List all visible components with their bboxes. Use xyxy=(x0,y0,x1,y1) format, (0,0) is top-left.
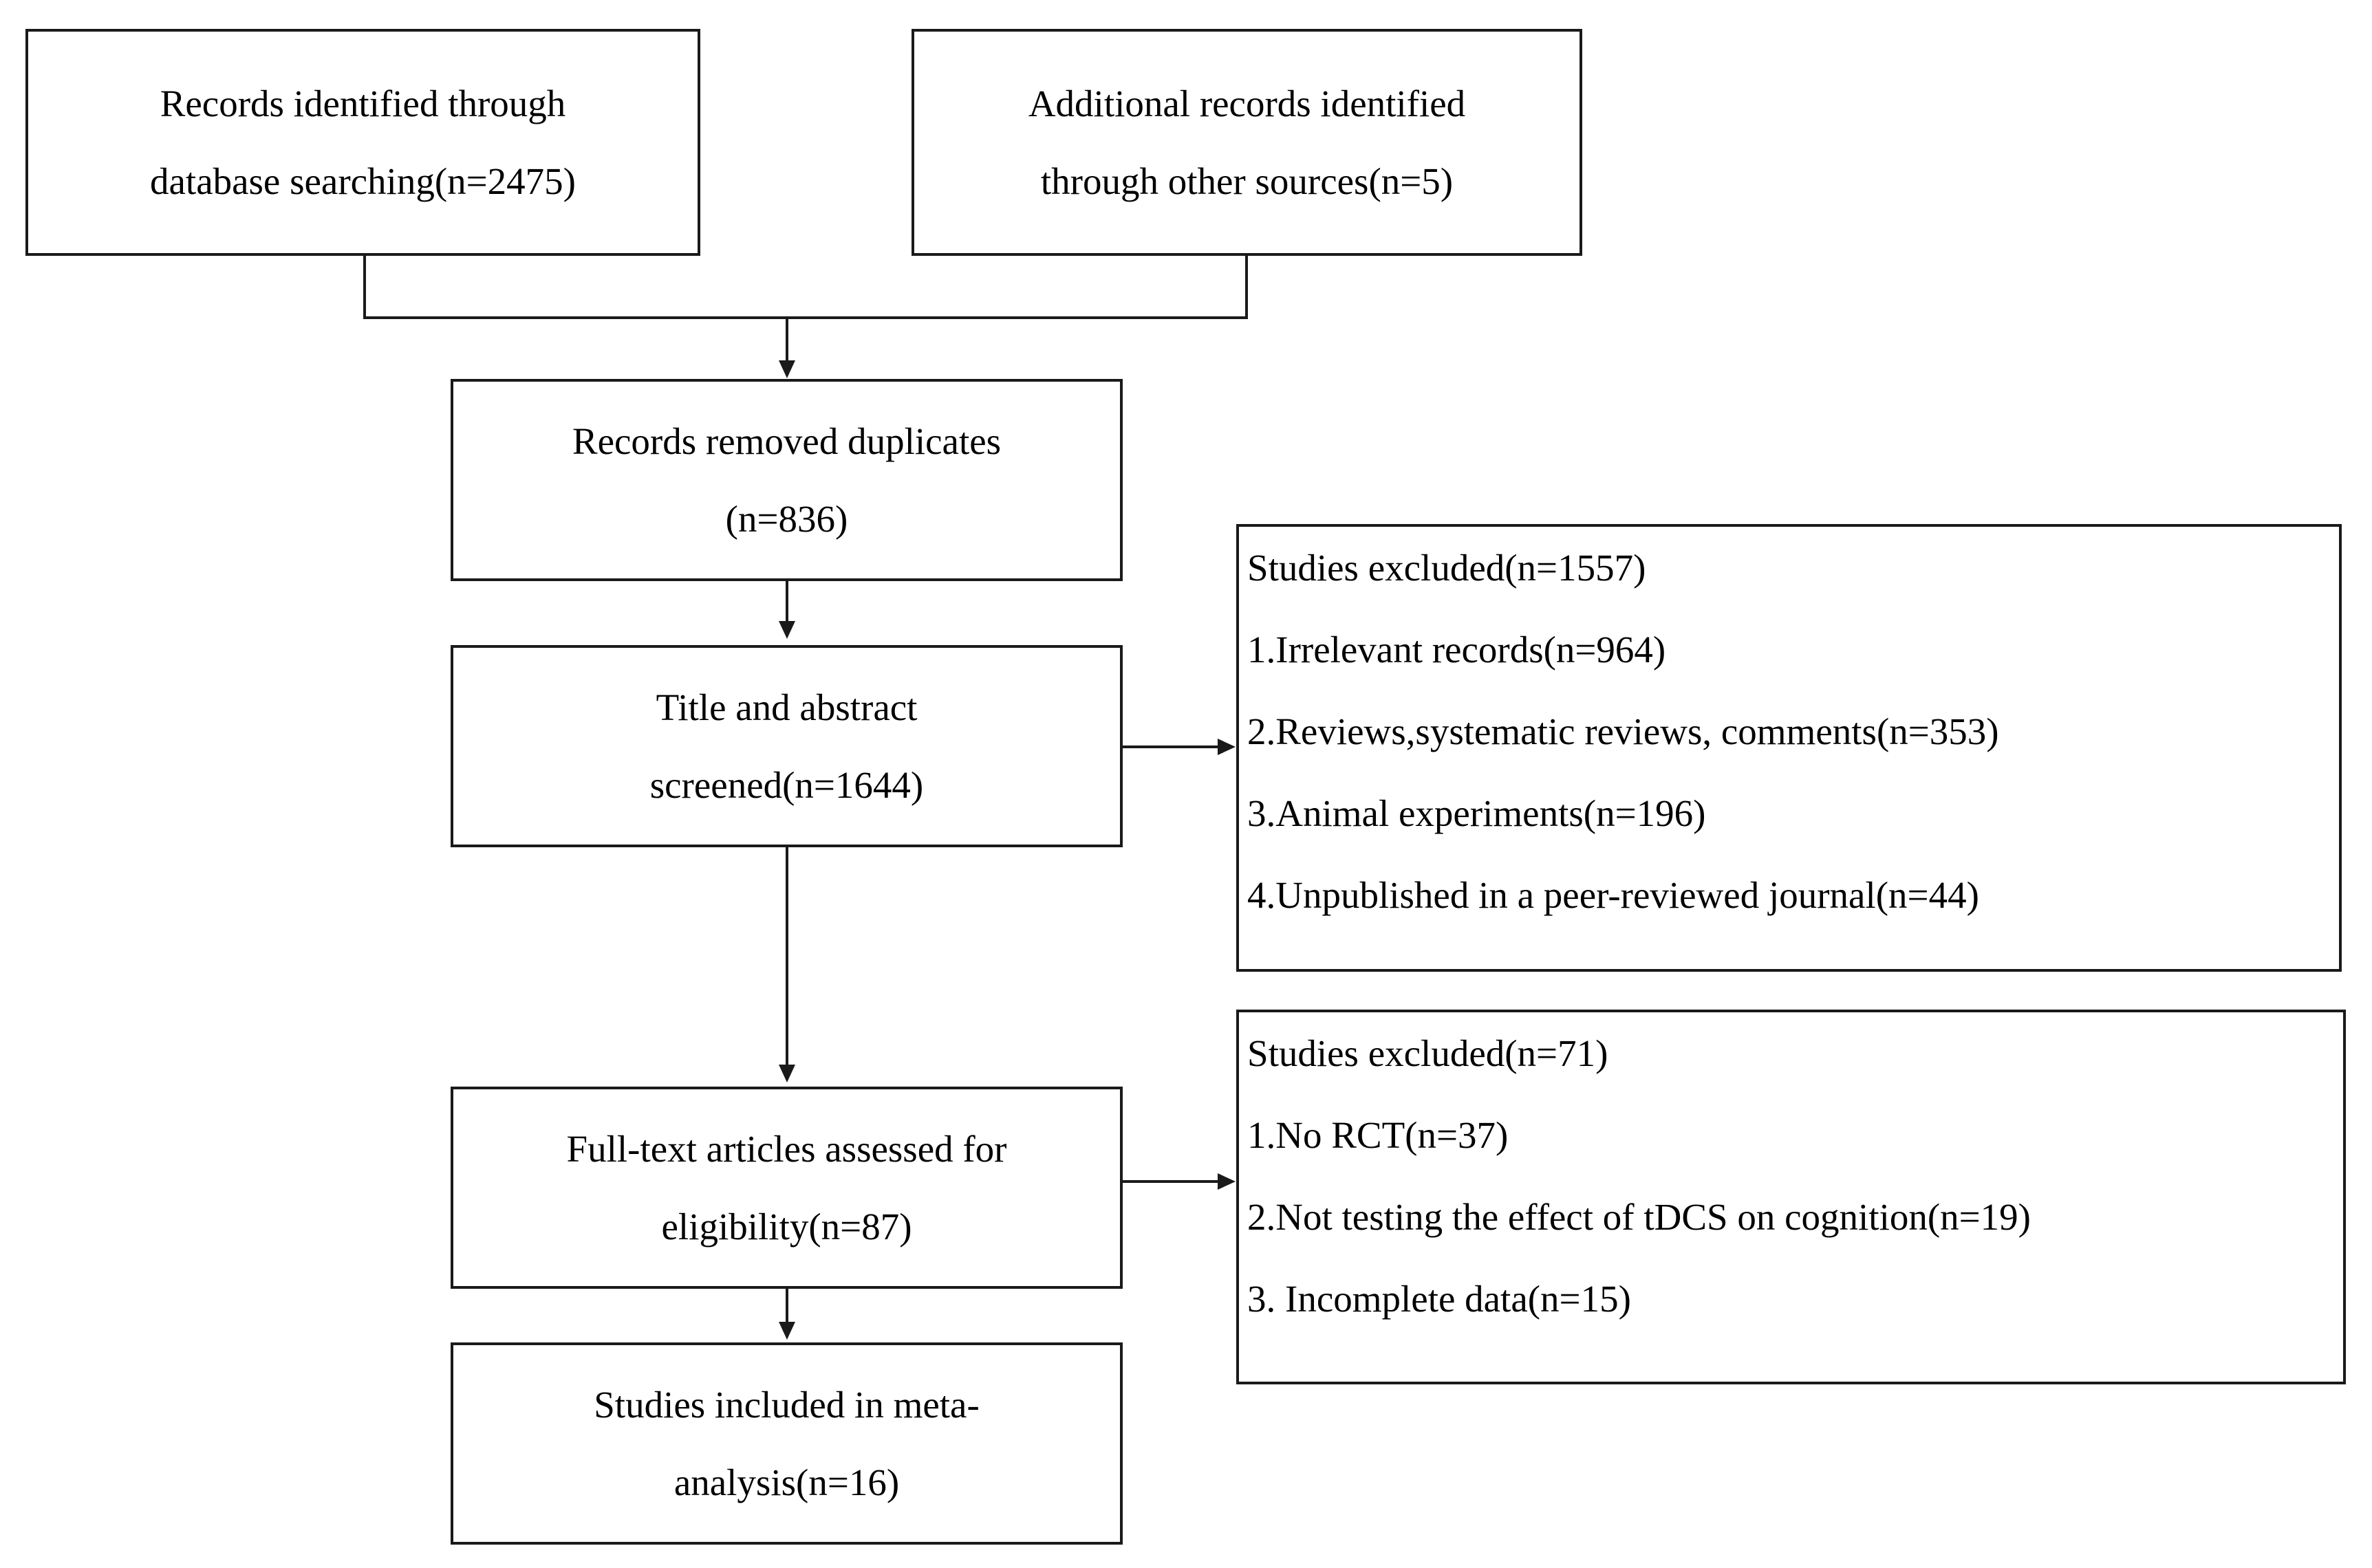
box-line-2: eligibility(n=87) xyxy=(661,1206,912,1248)
box-line-2: screened(n=1644) xyxy=(649,764,924,806)
arrow-fulltext-to-included xyxy=(779,1322,795,1340)
arrow-duplicates-to-screened xyxy=(779,621,795,639)
box-records-database-search: Records identified through database sear… xyxy=(25,29,700,256)
arrow-screened-to-fulltext xyxy=(779,1065,795,1082)
exclusion-reason-1: 1.No RCT(n=37) xyxy=(1247,1114,1509,1156)
exclusion-reason-4: 4.Unpublished in a peer-reviewed journal… xyxy=(1247,874,1979,916)
exclusion-reason-1: 1.Irrelevant records(n=964) xyxy=(1247,629,1666,671)
box-records-other-sources: Additional records identified through ot… xyxy=(912,29,1582,256)
connector-screened-to-exclusion1 xyxy=(1123,745,1219,748)
connector-duplicates-to-screened xyxy=(786,581,788,624)
box-line-2: through other sources(n=5) xyxy=(1040,160,1454,202)
connector-fulltext-to-included xyxy=(786,1289,788,1325)
connector-screened-to-fulltext xyxy=(786,847,788,1067)
box-line-1: Records removed duplicates xyxy=(572,420,1002,462)
box-studies-excluded-eligibility: Studies excluded(n=71) 1.No RCT(n=37) 2.… xyxy=(1236,1010,2346,1384)
box-title-abstract-screened: Title and abstract screened(n=1644) xyxy=(451,645,1123,847)
exclusion-reason-2: 2.Not testing the effect of tDCS on cogn… xyxy=(1247,1196,2031,1238)
exclusion-reason-2: 2.Reviews,systematic reviews, comments(n… xyxy=(1247,710,1999,752)
connector-fulltext-to-exclusion2 xyxy=(1123,1180,1219,1183)
box-line-1: Studies included in meta- xyxy=(594,1384,980,1426)
connector-right-branch xyxy=(1245,256,1248,319)
connector-left-branch xyxy=(363,256,366,319)
box-line-2: (n=836) xyxy=(725,498,848,540)
box-records-removed-duplicates: Records removed duplicates (n=836) xyxy=(451,379,1123,581)
box-line-1: Records identified through xyxy=(160,83,566,124)
box-studies-included-meta-analysis: Studies included in meta- analysis(n=16) xyxy=(451,1342,1123,1545)
arrow-fulltext-to-exclusion2 xyxy=(1218,1173,1236,1190)
exclusion-reason-3: 3.Animal experiments(n=196) xyxy=(1247,792,1706,834)
exclusion-reason-3: 3. Incomplete data(n=15) xyxy=(1247,1278,1631,1320)
box-line-2: analysis(n=16) xyxy=(673,1461,900,1503)
box-line-1: Title and abstract xyxy=(656,686,918,728)
arrow-screened-to-exclusion1 xyxy=(1218,739,1236,755)
exclusion-header: Studies excluded(n=71) xyxy=(1247,1032,1608,1074)
box-line-2: database searching(n=2475) xyxy=(150,160,576,202)
box-studies-excluded-screening: Studies excluded(n=1557) 1.Irrelevant re… xyxy=(1236,524,2342,972)
arrow-merge-to-duplicates xyxy=(779,360,795,378)
exclusion-header: Studies excluded(n=1557) xyxy=(1247,547,1646,589)
box-line-1: Additional records identified xyxy=(1028,83,1466,124)
box-fulltext-assessed: Full-text articles assessed for eligibil… xyxy=(451,1087,1123,1289)
connector-merge-to-duplicates xyxy=(786,316,788,363)
connector-merge-bar xyxy=(363,316,1248,319)
box-line-1: Full-text articles assessed for xyxy=(566,1128,1007,1170)
